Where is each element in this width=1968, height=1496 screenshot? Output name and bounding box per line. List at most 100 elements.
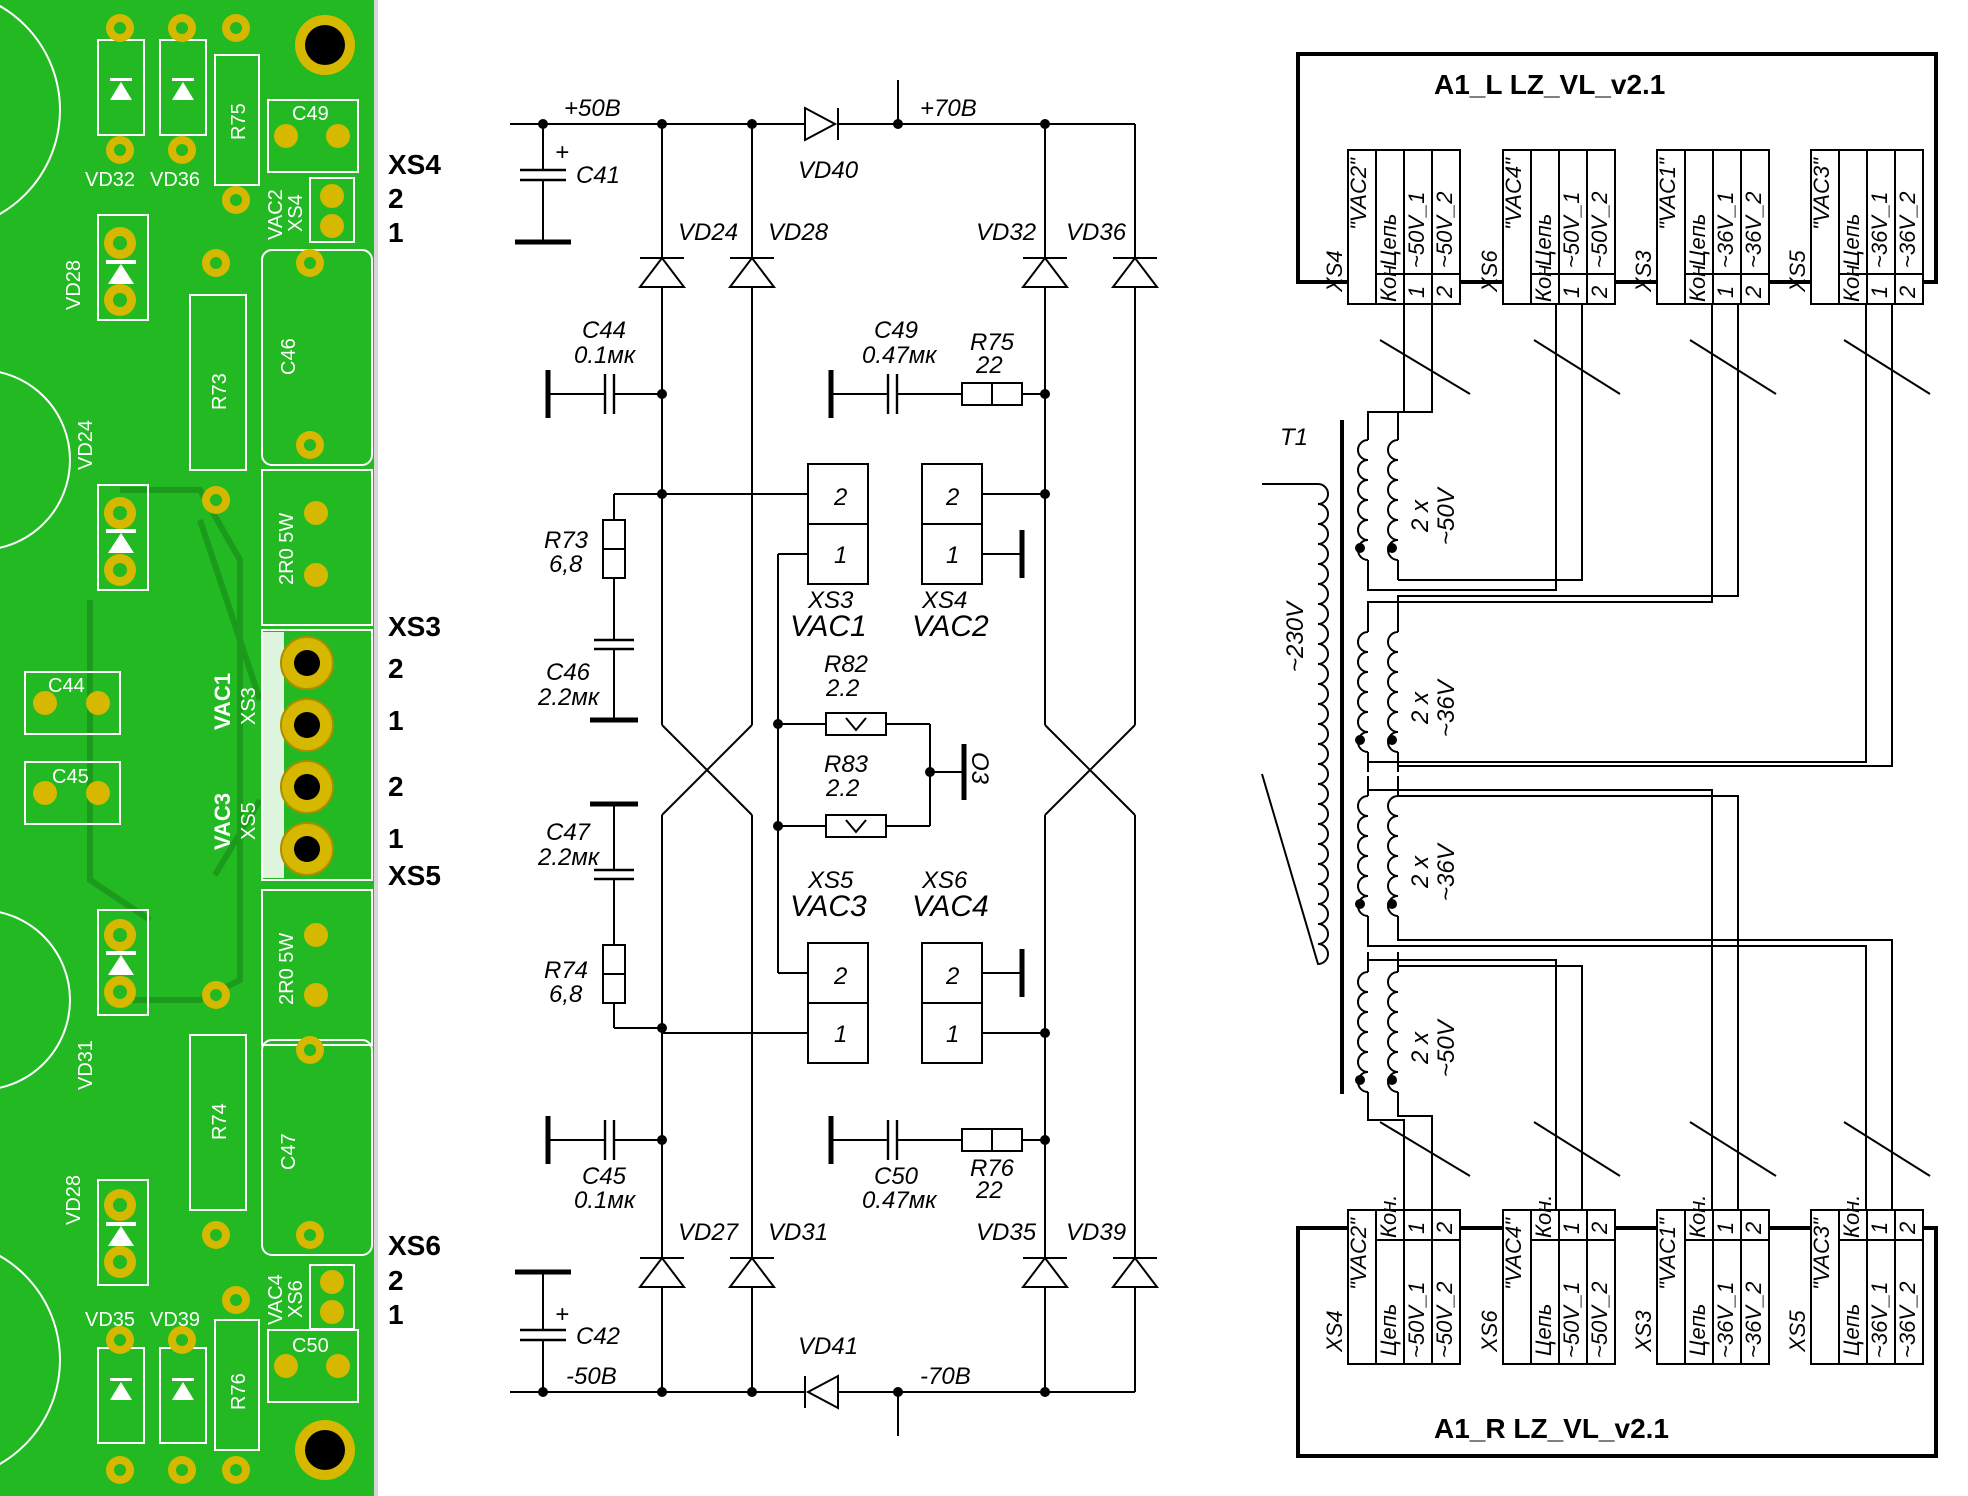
table-cep-label: Цепь xyxy=(1839,214,1864,266)
side-xs3-pin1: 1 xyxy=(388,705,404,736)
pcb-label-vac4: VAC4 xyxy=(265,1274,287,1325)
label-vac3: VAC3 xyxy=(790,890,867,923)
table-net1: ~36V_1 xyxy=(1867,1282,1892,1358)
table-net2: ~50V_2 xyxy=(1432,192,1457,268)
pcb-label-vac2: VAC2 xyxy=(265,189,287,240)
winding-wires xyxy=(1367,304,1893,1210)
pcb-cap-outline xyxy=(0,1254,61,1466)
table-xs-label: XS5 xyxy=(1785,1310,1810,1353)
label-vac2: VAC2 xyxy=(912,610,989,643)
table-kon-label: Кон xyxy=(1685,265,1710,302)
pcb-label-xs3: XS3 xyxy=(238,687,260,725)
table-xs-label: XS3 xyxy=(1631,1310,1656,1353)
transformer-wiring: A1_L LZ_VL_v2.1 A1_R LZ_VL_v2.1 XS4"VAC2… xyxy=(1261,52,1938,1458)
pcb-traces xyxy=(87,487,263,1003)
table-kon-label: Кон xyxy=(1376,265,1401,302)
pcb-c45 xyxy=(24,761,121,825)
pcb-label-2r0-a: 2R0 5W xyxy=(276,513,298,585)
label-vd35: VD35 xyxy=(976,1219,1037,1246)
label-xs4-pin2: 2 xyxy=(945,484,959,511)
table-pin2: 2 xyxy=(1741,1222,1766,1235)
twist-marks xyxy=(1379,339,1931,1177)
table-vac-label: "VAC2" xyxy=(1346,1217,1371,1290)
pcb-label-c44: C44 xyxy=(48,675,85,697)
winding-label-voltage: ~36V xyxy=(1433,842,1460,901)
secondary-winding-4: 2 x~50V xyxy=(1355,952,1460,1112)
label-c49: C49 xyxy=(874,317,918,344)
label-r76-value: 22 xyxy=(975,1177,1003,1204)
schem-connector-xs5 xyxy=(807,942,869,1064)
label-c45: C45 xyxy=(582,1163,627,1190)
pcb-c49 xyxy=(267,99,359,173)
label-r75-value: 22 xyxy=(975,352,1003,379)
side-xs6-pin1: 1 xyxy=(388,1299,404,1330)
side-xs4-pin1: 1 xyxy=(388,217,404,248)
table-pin2: 2 xyxy=(1895,1222,1920,1235)
table-cep-label: Цепь xyxy=(1685,214,1710,266)
board-a1-left: A1_L LZ_VL_v2.1 xyxy=(1296,52,1938,284)
table-cep-label: Цепь xyxy=(1376,1304,1401,1356)
table-cep-label: Цепь xyxy=(1531,214,1556,266)
table-kon-label: Кон. xyxy=(1839,1195,1864,1238)
pcb-label-xs4: XS4 xyxy=(285,194,307,232)
label-vac1: VAC1 xyxy=(790,610,867,643)
label-xs3-pin1: 1 xyxy=(834,542,847,569)
winding-label-count: 2 x xyxy=(1407,855,1434,889)
schem-connector-xs6 xyxy=(921,942,983,1064)
schem-connector-xs3 xyxy=(807,463,869,585)
side-xs4-pin2: 2 xyxy=(388,183,404,214)
side-xs4: XS4 xyxy=(388,149,441,180)
label-c47-value: 2.2мк xyxy=(537,844,601,871)
table-xs-label: XS6 xyxy=(1477,250,1502,293)
table-pin2: 2 xyxy=(1741,286,1766,299)
table-pin2: 2 xyxy=(1587,1222,1612,1235)
table-pin2: 2 xyxy=(1432,1222,1457,1235)
label-c45-value: 0.1мк xyxy=(574,1187,637,1214)
label-r74: R74 xyxy=(544,957,588,984)
table-pin1: 1 xyxy=(1404,286,1429,298)
pcb-label-vd31: VD31 xyxy=(75,1040,97,1090)
table-pin1: 1 xyxy=(1713,286,1738,298)
side-xs5-pin1: 1 xyxy=(388,823,404,854)
rectifier-schematic: + + xyxy=(510,80,1160,1436)
pcb-label-vac3: VAC3 xyxy=(210,793,235,850)
label-xs6: XS6 xyxy=(921,867,968,894)
label-primary: ~230V xyxy=(1282,600,1309,672)
label-minus50: -50В xyxy=(566,1363,617,1390)
label-c46: C46 xyxy=(546,659,591,686)
label-vac4: VAC4 xyxy=(912,890,989,923)
pcb-xs4 xyxy=(309,177,355,243)
pcb-label-c49: C49 xyxy=(292,103,329,125)
secondary-winding-3: 2 x~36V xyxy=(1355,776,1460,936)
table-net1: ~50V_1 xyxy=(1404,192,1429,268)
pcb-diode-symbols xyxy=(106,78,194,1400)
table-net2: ~50V_2 xyxy=(1432,1282,1457,1358)
label-xs4-pin1: 1 xyxy=(946,542,959,569)
schem-connector-xs4 xyxy=(921,463,983,585)
pcb-r75 xyxy=(214,54,260,186)
table-net2: ~36V_2 xyxy=(1895,1282,1920,1358)
label-minus70: -70В xyxy=(920,1363,971,1390)
side-xs5-pin2: 2 xyxy=(388,771,404,802)
diode-vd40 xyxy=(804,106,838,142)
table-cep-label: Цепь xyxy=(1839,1304,1864,1356)
label-o3: O3 xyxy=(966,752,993,785)
table-cep-label: Цепь xyxy=(1376,214,1401,266)
label-plus70: +70В xyxy=(920,95,977,122)
pcb-label-vd36: VD36 xyxy=(150,169,200,191)
junction-dots xyxy=(538,119,1050,1397)
label-c46-value: 2.2мк xyxy=(537,684,601,711)
label-r73: R73 xyxy=(544,527,589,554)
primary-coil xyxy=(1261,483,1329,966)
label-r75: R75 xyxy=(970,329,1015,356)
label-xs6-pin2: 2 xyxy=(945,963,959,990)
pcb-label-vd24: VD24 xyxy=(75,420,97,470)
label-c47: C47 xyxy=(546,819,592,846)
pcb-c46 xyxy=(261,249,373,466)
table-net2: ~36V_2 xyxy=(1741,192,1766,268)
